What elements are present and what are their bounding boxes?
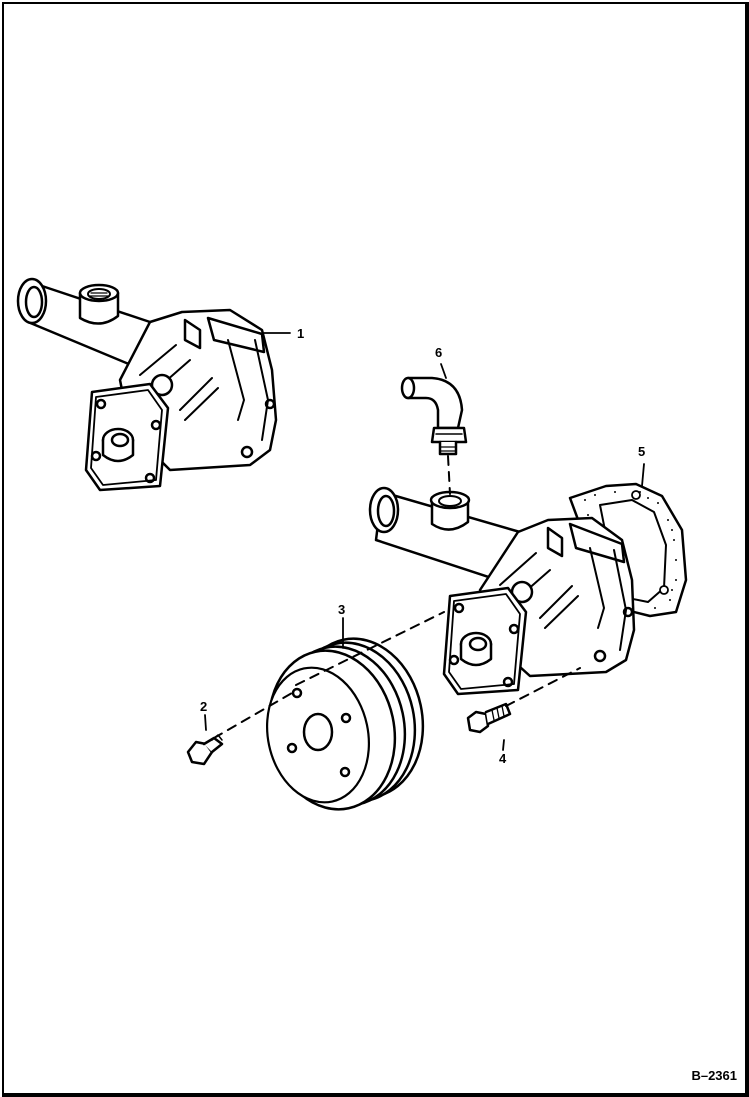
pulley-bolt	[186, 734, 224, 766]
water-pump-assembly	[16, 277, 278, 492]
figure-number: B–2361	[691, 1068, 737, 1083]
callout-2: 2	[200, 699, 208, 714]
callout-3: 3	[338, 602, 346, 617]
pulley	[265, 637, 425, 811]
assembly-lines	[213, 455, 581, 739]
elbow-fitting	[400, 376, 468, 456]
callout-5: 5	[638, 444, 646, 459]
flange-bolt	[466, 702, 512, 734]
callout-6: 6	[435, 345, 443, 360]
callout-leaders	[204, 332, 645, 751]
callout-4: 4	[499, 751, 507, 766]
water-pump-body	[368, 486, 636, 696]
callout-1: 1	[297, 326, 305, 341]
